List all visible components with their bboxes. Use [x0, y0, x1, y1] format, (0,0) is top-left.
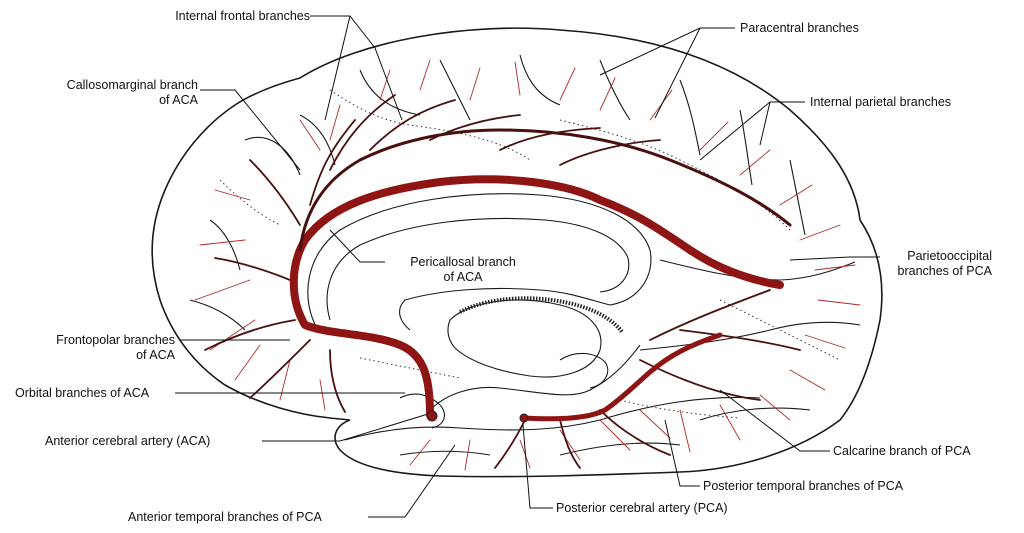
label-pericallosal-branch: Pericallosal branch of ACA — [410, 255, 516, 284]
optic-region — [399, 393, 445, 429]
mammillary-region — [559, 352, 609, 389]
aca-callosomarginal-vessel — [298, 128, 792, 252]
pca-vessel — [522, 332, 723, 422]
sulci-group — [189, 54, 861, 456]
aca-pericallosal-vessel — [289, 175, 784, 419]
hemisphere-outline — [151, 27, 883, 478]
label-internal-frontal-branches: Internal frontal branches — [175, 9, 310, 23]
leader-lines — [175, 15, 880, 518]
label-posterior-temporal-branches: Posterior temporal branches of PCA — [703, 479, 904, 493]
label-frontopolar-branches: Frontopolar branches of ACA — [56, 333, 175, 362]
label-internal-parietal-branches: Internal parietal branches — [810, 95, 952, 109]
label-callosomarginal-branch: Callosomarginal branch of ACA — [66, 78, 198, 107]
label-parietooccipital-branches: Parietooccipital branches of PCA — [897, 249, 993, 278]
label-anterior-temporal-branches: Anterior temporal branches of PCA — [128, 510, 322, 524]
corpus-callosum-outline — [307, 193, 652, 331]
thalamus-outline — [447, 299, 602, 378]
label-anterior-cerebral-artery: Anterior cerebral artery (ACA) — [45, 434, 211, 448]
brainstem-outline — [429, 344, 641, 411]
pca-origin — [519, 413, 529, 423]
label-posterior-cerebral-artery: Posterior cerebral artery (PCA) — [556, 501, 728, 515]
temporal-lobe-contour — [344, 396, 761, 441]
aca-origin — [426, 410, 438, 422]
fornix-striped — [459, 296, 624, 334]
corpus-callosum-inner — [326, 217, 630, 321]
label-orbital-branches: Orbital branches of ACA — [15, 386, 150, 400]
label-paracentral-branches: Paracentral branches — [740, 21, 859, 35]
label-calcarine-branch: Calcarine branch of PCA — [833, 444, 971, 458]
